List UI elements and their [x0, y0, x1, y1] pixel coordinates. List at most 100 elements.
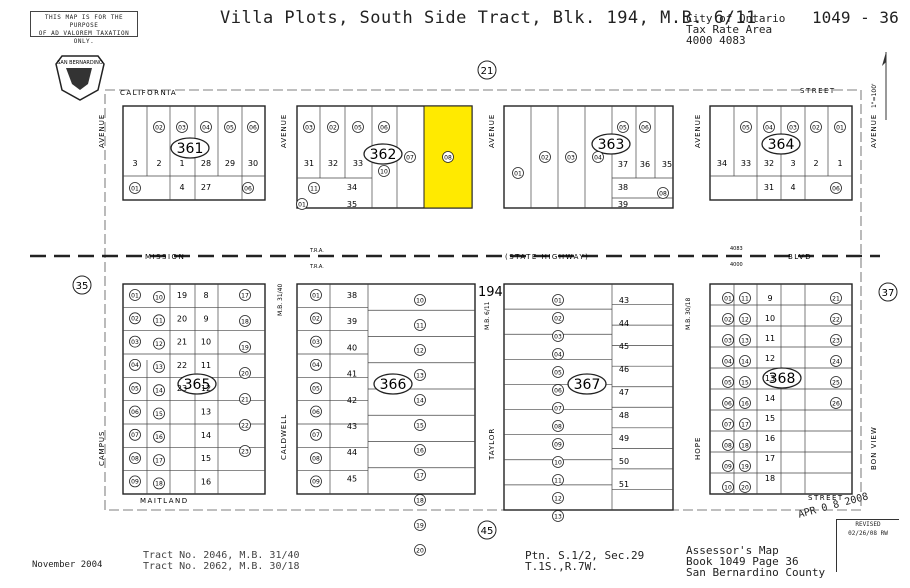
p365-c34[interactable]: 19: [239, 341, 251, 353]
p367-c2[interactable]: 03: [552, 330, 564, 342]
p367-c5[interactable]: 06: [552, 384, 564, 396]
parcel-362-6[interactable]: 10: [378, 165, 390, 177]
p366-c2[interactable]: 03: [310, 335, 322, 348]
p368-c19[interactable]: 20: [739, 481, 751, 493]
p365-c17[interactable]: 18: [153, 477, 165, 490]
parcel-363-4[interactable]: 05: [617, 121, 629, 133]
parcel-361-14[interactable]: 06: [242, 182, 254, 194]
parcel-363-3[interactable]: 04: [592, 151, 604, 163]
p366-c3[interactable]: 04: [310, 358, 322, 371]
p368-c22[interactable]: 23: [830, 334, 842, 346]
parcel-363-5[interactable]: 06: [639, 121, 651, 133]
p367-c7[interactable]: 08: [552, 420, 564, 432]
p365-c11[interactable]: 12: [153, 337, 165, 350]
p367-c12[interactable]: 13: [552, 510, 564, 522]
p365-c5[interactable]: 06: [129, 405, 141, 418]
p366-c0[interactable]: 01: [310, 289, 322, 301]
p365-c35[interactable]: 20: [239, 367, 251, 379]
parcel-361-4[interactable]: 06: [247, 121, 259, 133]
page-oval-361[interactable]: 361: [170, 137, 210, 159]
p366-c13[interactable]: 14: [414, 394, 426, 406]
p366-c8[interactable]: 09: [310, 475, 322, 488]
p368-c9[interactable]: 10: [722, 481, 734, 493]
p366-c16[interactable]: 17: [414, 469, 426, 481]
p368-c11[interactable]: 12: [739, 313, 751, 325]
p365-c37[interactable]: 22: [239, 419, 251, 431]
p366-c5[interactable]: 06: [310, 405, 322, 418]
p367-c1[interactable]: 02: [552, 312, 564, 324]
p367-c3[interactable]: 04: [552, 348, 564, 360]
page-oval-368[interactable]: 368: [762, 367, 802, 389]
p368-c10[interactable]: 11: [739, 292, 751, 304]
p365-c1[interactable]: 02: [129, 312, 141, 325]
page-oval-365[interactable]: 365: [177, 373, 217, 395]
p366-c19[interactable]: 20: [414, 544, 426, 556]
p368-c6[interactable]: 07: [722, 418, 734, 430]
parcel-361-2[interactable]: 05: [224, 121, 236, 133]
p367-c10[interactable]: 11: [552, 474, 564, 486]
p368-c16[interactable]: 17: [739, 418, 751, 430]
p365-c7[interactable]: 08: [129, 452, 141, 465]
parcel-363-0[interactable]: 01: [512, 167, 524, 179]
p367-c8[interactable]: 09: [552, 438, 564, 450]
p368-c20[interactable]: 21: [830, 292, 842, 304]
parcel-364-0[interactable]: 05: [740, 121, 752, 133]
p368-c24[interactable]: 25: [830, 376, 842, 388]
p366-c14[interactable]: 15: [414, 419, 426, 431]
p366-c7[interactable]: 08: [310, 452, 322, 465]
p366-c4[interactable]: 05: [310, 382, 322, 395]
p366-c18[interactable]: 19: [414, 519, 426, 531]
parcel-364-1[interactable]: 04: [763, 121, 775, 133]
p365-c9[interactable]: 10: [153, 291, 165, 303]
p366-c1[interactable]: 02: [310, 312, 322, 325]
p368-c12[interactable]: 13: [739, 334, 751, 346]
p368-c2[interactable]: 03: [722, 334, 734, 346]
p365-c15[interactable]: 16: [153, 430, 165, 443]
p367-c9[interactable]: 10: [552, 456, 564, 468]
p368-c0[interactable]: 01: [722, 292, 734, 304]
p368-c21[interactable]: 22: [830, 313, 842, 325]
parcel-362-0[interactable]: 03: [303, 121, 315, 133]
parcel-362-2[interactable]: 05: [352, 121, 364, 133]
p368-c18[interactable]: 19: [739, 460, 751, 472]
parcel-364-13[interactable]: 06: [830, 182, 842, 194]
p365-c14[interactable]: 15: [153, 407, 165, 420]
p365-c0[interactable]: 01: [129, 289, 141, 301]
parcel-361-3[interactable]: 04: [200, 121, 212, 133]
parcel-362-3[interactable]: 06: [378, 121, 390, 133]
p365-c13[interactable]: 14: [153, 384, 165, 397]
parcel-362-10[interactable]: 11: [308, 182, 320, 194]
p368-c5[interactable]: 06: [722, 397, 734, 409]
page-oval-363[interactable]: 363: [591, 133, 631, 155]
p365-c10[interactable]: 11: [153, 314, 165, 327]
p365-c2[interactable]: 03: [129, 335, 141, 348]
p365-c38[interactable]: 23: [239, 445, 251, 457]
parcel-364-4[interactable]: 01: [834, 121, 846, 133]
p368-c13[interactable]: 14: [739, 355, 751, 367]
p366-c17[interactable]: 18: [414, 494, 426, 506]
parcel-364-2[interactable]: 03: [787, 121, 799, 133]
p367-c6[interactable]: 07: [552, 402, 564, 414]
parcel-363-2[interactable]: 03: [565, 151, 577, 163]
p365-c6[interactable]: 07: [129, 428, 141, 441]
parcel-361-11[interactable]: 01: [129, 182, 141, 194]
p366-c15[interactable]: 16: [414, 444, 426, 456]
page-oval-362[interactable]: 362: [363, 143, 403, 165]
p368-c23[interactable]: 24: [830, 355, 842, 367]
p366-c6[interactable]: 07: [310, 428, 322, 441]
p365-c33[interactable]: 18: [239, 315, 251, 327]
p366-c11[interactable]: 12: [414, 344, 426, 356]
p368-c17[interactable]: 18: [739, 439, 751, 451]
p368-c14[interactable]: 15: [739, 376, 751, 388]
p366-c10[interactable]: 11: [414, 319, 426, 331]
parcel-362-1[interactable]: 02: [327, 121, 339, 133]
p368-c1[interactable]: 02: [722, 313, 734, 325]
p367-c11[interactable]: 12: [552, 492, 564, 504]
parcel-361-1[interactable]: 02: [153, 121, 165, 133]
p365-c4[interactable]: 05: [129, 382, 141, 395]
p366-c9[interactable]: 10: [414, 294, 426, 306]
parcel-362-13[interactable]: 01: [296, 198, 308, 210]
p368-c15[interactable]: 16: [739, 397, 751, 409]
p368-c8[interactable]: 09: [722, 460, 734, 472]
p368-c25[interactable]: 26: [830, 397, 842, 409]
